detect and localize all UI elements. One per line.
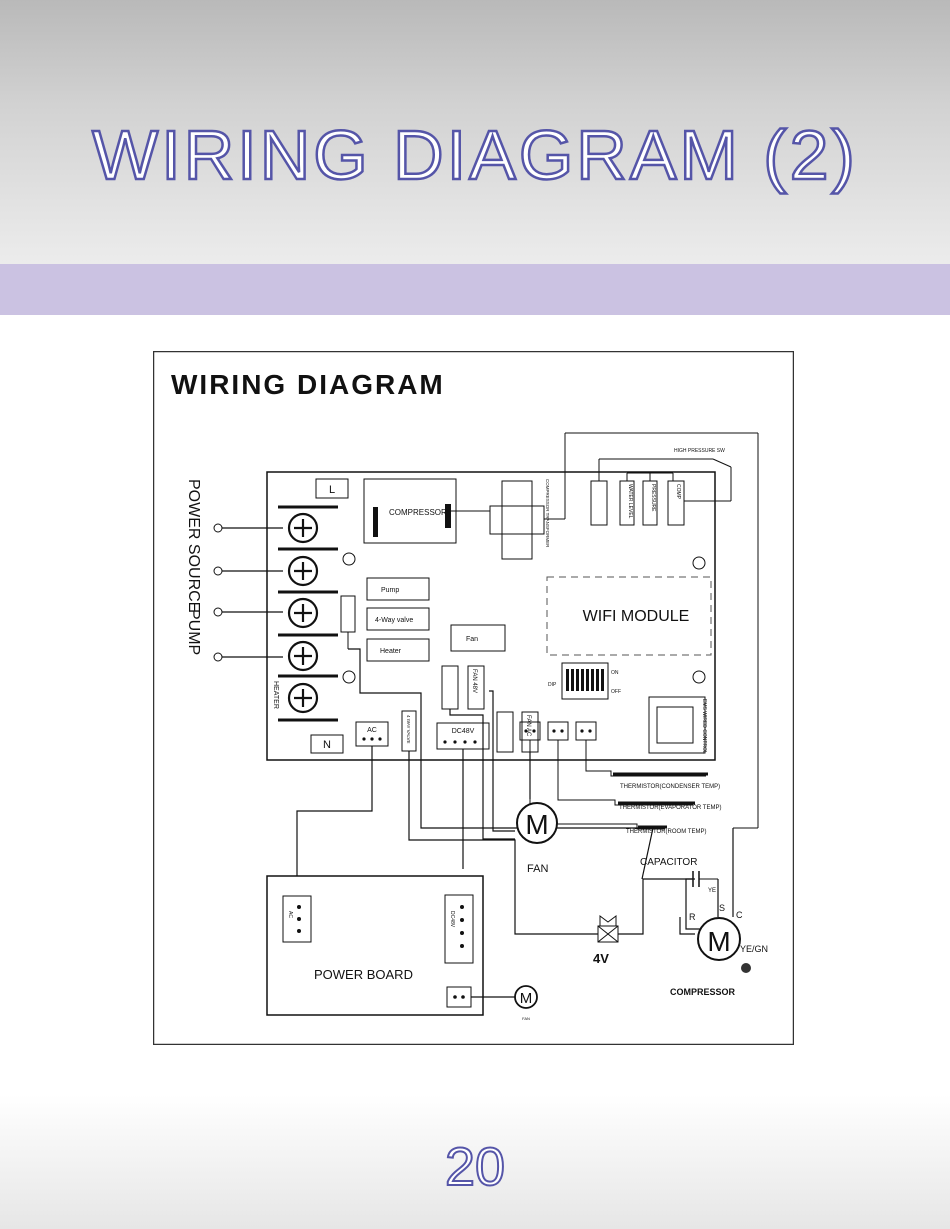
relay-heater-label: Heater [380,648,402,655]
thermistor-evaporator-label: THERMISTOR(EVAPORATOR TEMP) [619,805,721,811]
compressor-label: COMPRESSOR [670,987,736,997]
fan-48v-box [467,665,485,710]
terminal-block [213,505,338,722]
relay-pump-label: Pump [381,587,399,594]
power-board-fan-label: FAN [522,1016,530,1021]
compressor-wires [685,828,734,930]
aux-connector-label: 4 WAY VALVE [406,715,411,744]
high-pressure-switch [590,458,732,526]
fan-ac-label: FAN AC [525,715,531,737]
power-board-fan-motor [514,985,538,1009]
comp-transformer [451,432,759,829]
relay-fan-label: Fan [466,636,478,643]
l-terminal-label: L [329,484,335,496]
compressor-motor [697,917,741,961]
compressor-relay-label: COMPRESSOR [389,508,447,517]
power-source-label: POWER SOURCE [185,479,202,612]
four-way-valve-label: 4V [593,951,609,966]
power-board-dc-label: DC48V [449,911,455,928]
power-board-dc-connector [444,894,474,964]
dip-on-label: ON [611,670,619,676]
dip-label: DIP [548,682,557,688]
terminal-c-label: C [736,910,743,920]
l-terminal-box [315,478,349,499]
power-board-fan-symbol: M [520,990,533,1007]
accent-band [0,264,950,315]
relay-pump-box [366,577,430,601]
comp-label: COMP [675,484,681,500]
terminal-r-label: R [689,912,696,922]
capacitor-label: CAPACITOR [640,857,697,868]
mounting-holes [342,552,706,684]
header-band [0,0,950,264]
relay-4way-label: 4-Way valve [375,617,413,624]
dip-off-label: OFF [611,689,621,695]
compressor-motor-symbol: M [707,926,730,957]
thermistor-room-label: THERMISTOR(ROOM TEMP) [626,829,706,835]
fan-ac-connector [496,711,514,753]
thermistor-condenser-label: THERMISTOR(CONDENSER TEMP) [620,784,720,790]
main-control-board [266,471,716,761]
wiring-diagram: WIRING DIAGRAM POWER SOURCE PUMP HEATER … [153,351,794,1045]
capacitor-ye-tag: YE [708,888,716,894]
fan-motor [516,802,558,844]
dip-switch-keys [566,669,604,691]
power-board-ac-label: AC [287,911,293,918]
dip-switch [561,662,609,700]
high-pressure-sw-label: HIGH PRESSURE SW [674,448,725,454]
wired-control-connector [648,696,706,754]
relay-heater-box [366,638,430,662]
fan-48v-label: FAN 48V [471,669,477,693]
wifi-module-box [546,576,712,656]
diagram-heading: WIRING DIAGRAM [171,369,445,400]
compressor-relay-pin [445,504,451,528]
pump-label: PUMP [185,609,202,655]
dc48v-connector-label: DC48V [452,728,475,735]
comp-transformer-label: COMPRESSOR TRANSFORMER [545,479,550,548]
power-board-ac-connector [282,895,312,943]
wifi-module-label: WIFI MODULE [583,608,690,625]
ac-connector-label: AC [367,727,377,734]
page-number: 20 [444,1137,506,1197]
compressor-relay-pin [373,507,378,537]
relay-4way-box [366,607,430,631]
fan-motor-symbol: M [525,809,548,840]
terminal-s-label: S [719,903,725,913]
footer-band [0,1095,950,1229]
pressure-label: PRESSURE [650,484,656,512]
n-terminal-label: N [323,739,331,751]
ground-icon [741,963,751,973]
water-level-label: WATER LEVEL [627,484,633,519]
four-way-valve [597,915,619,943]
wired-control-label: EMS WIRED CONTROL [701,699,707,754]
page-title: WIRING DIAGRAM (2) [91,116,858,194]
heater-label: HEATER [272,681,279,709]
wiring [296,648,695,935]
n-terminal-box [310,734,344,754]
fan-label: FAN [527,863,548,875]
power-board [266,875,484,1016]
ground-label: YE/GN [740,944,768,954]
relay-fan-box [450,624,506,652]
power-board-label: POWER BOARD [314,967,413,982]
